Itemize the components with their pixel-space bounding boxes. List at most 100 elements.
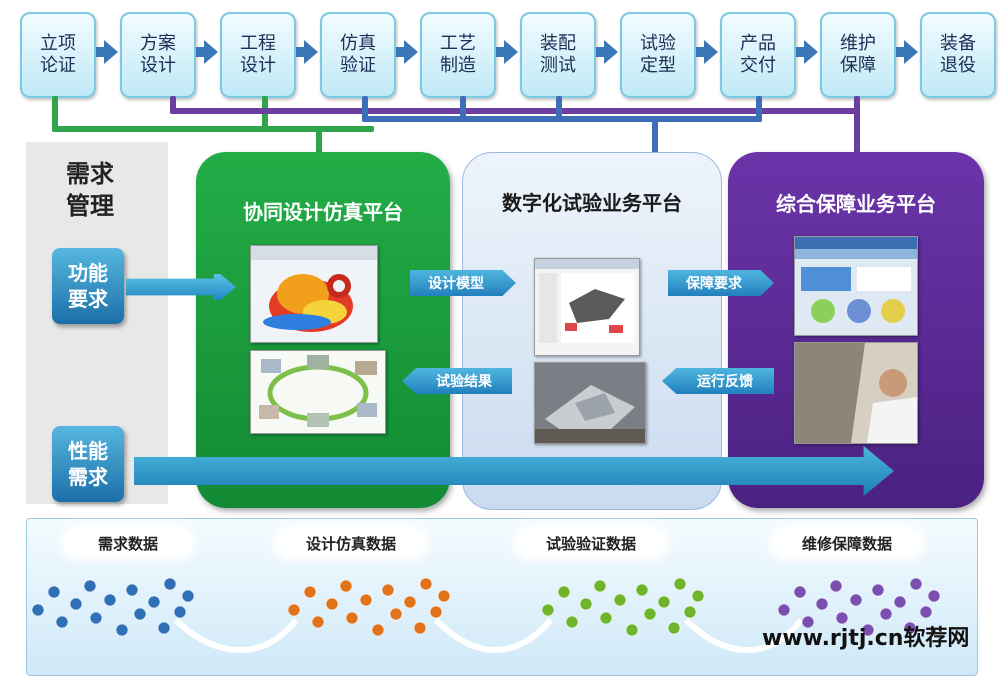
support-requirement-label: 保障要求 — [686, 276, 742, 292]
data-sphere — [429, 605, 443, 619]
stage-6: 装配测试 — [520, 12, 596, 98]
demand-title: 需求管理 — [66, 160, 114, 220]
functional-requirement: 功能要求 — [52, 248, 124, 324]
stage-arrow-icon — [696, 40, 718, 64]
data-sphere — [893, 595, 907, 609]
connector-line — [652, 116, 658, 154]
data-sphere — [55, 615, 69, 629]
data-sphere — [125, 583, 139, 597]
data-sphere — [879, 607, 893, 621]
stage-7: 试验定型 — [620, 12, 696, 98]
stage-label: 立项论证 — [40, 33, 76, 76]
stage-3: 工程设计 — [220, 12, 296, 98]
data-sphere — [861, 623, 875, 637]
data-sphere — [691, 589, 705, 603]
data-sphere — [777, 603, 791, 617]
data-sphere — [657, 595, 671, 609]
data-sphere — [849, 593, 863, 607]
connector-line — [170, 96, 176, 114]
data-sphere — [643, 607, 657, 621]
maintenance-graphic — [795, 343, 917, 443]
data-sphere — [287, 603, 301, 617]
data-sphere — [181, 589, 195, 603]
data-spheres-graphic — [31, 577, 941, 653]
data-sphere — [133, 607, 147, 621]
stage-label: 工艺制造 — [440, 33, 476, 76]
connector-line — [854, 96, 860, 154]
stage-2: 方案设计 — [120, 12, 196, 98]
data-sphere — [667, 621, 681, 635]
stage-label: 装配测试 — [540, 33, 576, 76]
data-sphere — [903, 621, 917, 635]
data-sphere — [83, 579, 97, 593]
data-sphere — [389, 607, 403, 621]
data-sphere — [163, 577, 177, 591]
design-workflow-image — [250, 350, 386, 434]
data-group-title-requirements: 需求数据 — [64, 528, 192, 558]
feedback-arrow: 运行反馈 — [662, 368, 774, 394]
data-sphere — [683, 605, 697, 619]
workflow-graphic — [259, 355, 377, 427]
stage-arrow-icon — [296, 40, 318, 64]
test-result-label: 试验结果 — [436, 374, 492, 390]
test-site-photo — [534, 362, 646, 444]
support-platform-title: 综合保障业务平台 — [776, 192, 936, 216]
data-group-title-maintenance: 维修保障数据 — [772, 528, 922, 558]
test-software-image — [534, 258, 640, 356]
data-sphere — [599, 611, 613, 625]
data-sphere — [115, 623, 129, 637]
design-model-label: 设计模型 — [428, 276, 484, 292]
connector-line — [316, 126, 322, 154]
data-group-title-test-verification: 试验验证数据 — [516, 528, 666, 558]
stage-8: 产品交付 — [720, 12, 796, 98]
stage-arrow-icon — [596, 40, 618, 64]
data-sphere — [579, 597, 593, 611]
simulation-model-graphic — [251, 246, 377, 332]
design-model-arrow: 设计模型 — [410, 270, 516, 296]
data-sphere — [871, 583, 885, 597]
data-sphere — [801, 615, 815, 629]
data-sphere — [613, 593, 627, 607]
data-sphere — [625, 623, 639, 637]
data-sphere — [157, 621, 171, 635]
test-software-graphic — [535, 259, 639, 343]
connector-line — [756, 96, 762, 122]
support-requirement-arrow: 保障要求 — [668, 270, 774, 296]
support-dashboard-graphic — [795, 237, 917, 323]
data-sphere — [909, 577, 923, 591]
data-sphere — [815, 597, 829, 611]
connector-line — [170, 108, 860, 114]
data-sphere — [339, 579, 353, 593]
stage-arrow-icon — [196, 40, 218, 64]
data-sphere — [593, 579, 607, 593]
data-sphere — [635, 583, 649, 597]
data-group-title-design-sim: 设计仿真数据 — [276, 528, 426, 558]
performance-label: 性能需求 — [68, 439, 108, 489]
data-sphere — [673, 577, 687, 591]
connector-line — [52, 126, 374, 132]
data-sphere — [303, 585, 317, 599]
stage-4: 仿真验证 — [320, 12, 396, 98]
connector-line — [556, 96, 562, 122]
data-sphere — [793, 585, 807, 599]
data-sphere — [437, 589, 451, 603]
data-sphere — [325, 597, 339, 611]
data-sphere — [403, 595, 417, 609]
design-platform-title: 协同设计仿真平台 — [243, 200, 403, 224]
stage-5: 工艺制造 — [420, 12, 496, 98]
connector-line — [52, 96, 58, 132]
data-sphere — [557, 585, 571, 599]
data-sphere — [345, 611, 359, 625]
data-sphere — [829, 579, 843, 593]
connector-line — [362, 116, 762, 122]
data-sphere — [89, 611, 103, 625]
stage-1: 立项论证 — [20, 12, 96, 98]
stage-arrow-icon — [396, 40, 418, 64]
support-dashboard-image — [794, 236, 918, 336]
stage-10: 装备退役 — [920, 12, 996, 98]
stage-label: 产品交付 — [740, 33, 776, 76]
stage-label: 维护保障 — [840, 33, 876, 76]
connector-line — [262, 96, 268, 132]
data-sphere — [565, 615, 579, 629]
data-sphere — [147, 595, 161, 609]
